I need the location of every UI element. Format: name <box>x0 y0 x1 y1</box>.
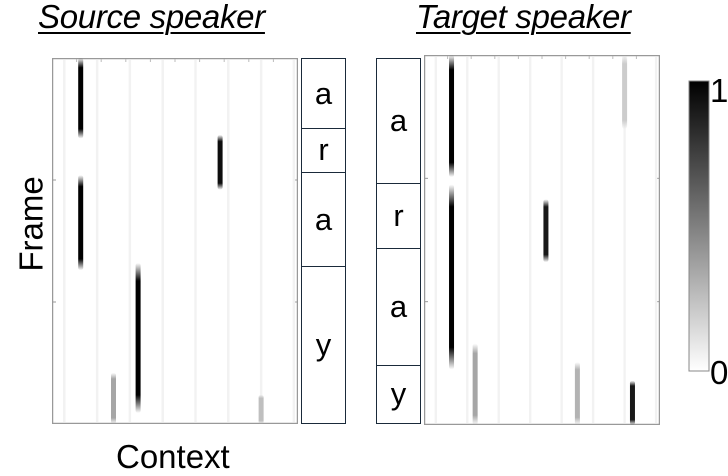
target-phone-1: r <box>377 182 420 249</box>
source-heatmap-attention-mark <box>78 175 84 271</box>
frame-axis-label: Frame <box>12 176 50 272</box>
target-heatmap-attention-mark <box>449 55 455 178</box>
source-heatmap-faint-column <box>194 60 197 422</box>
source-speaker-title: Source speaker <box>38 0 265 35</box>
source-heatmap-faint-column <box>259 60 263 422</box>
colorbar-min-label: 0 <box>710 354 728 391</box>
context-axis-label: Context <box>116 438 230 475</box>
source-phone-3: y <box>302 266 345 423</box>
target-heatmap-attention-mark <box>543 199 549 263</box>
source-heatmap <box>52 58 298 424</box>
source-heatmap-attention-mark <box>258 394 264 424</box>
colorbar <box>688 80 710 372</box>
source-heatmap-attention-mark <box>135 262 141 414</box>
target-heatmap-attention-mark <box>574 362 580 425</box>
target-heatmap-attention-mark <box>622 55 628 129</box>
target-phone-0: a <box>389 102 408 138</box>
colorbar-max-label: 1 <box>710 72 728 109</box>
target-phone-2: a <box>377 248 420 364</box>
target-heatmap-faint-column <box>623 57 626 423</box>
target-heatmap-attention-mark <box>629 380 635 425</box>
source-heatmap-faint-column <box>128 60 132 422</box>
target-heatmap-faint-column <box>497 57 500 423</box>
source-phone-2: a <box>302 171 345 267</box>
source-heatmap-faint-column <box>95 60 99 422</box>
target-heatmap-attention-mark <box>449 184 455 370</box>
target-heatmap-frame <box>424 55 660 425</box>
source-heatmap-faint-column <box>292 60 296 422</box>
source-heatmap-frame <box>52 58 298 424</box>
target-heatmap-faint-column <box>591 57 595 423</box>
source-phone-1: r <box>302 128 345 172</box>
source-heatmap-attention-mark <box>217 134 223 190</box>
target-phone-3: y <box>377 364 420 423</box>
target-heatmap-faint-column <box>466 57 469 423</box>
target-heatmap-faint-column <box>529 57 532 423</box>
target-speaker-title: Target speaker <box>416 0 631 35</box>
source-phone-0: a <box>314 75 333 111</box>
source-heatmap-faint-column <box>227 60 230 422</box>
source-heatmap-faint-column <box>63 60 66 422</box>
source-heatmap-faint-column <box>161 60 164 422</box>
source-heatmap-attention-mark <box>78 58 84 139</box>
target-heatmap-faint-column <box>560 57 563 423</box>
target-heatmap <box>424 55 660 425</box>
target-heatmap-faint-column <box>654 57 658 423</box>
target-heatmap-faint-column <box>434 57 437 423</box>
target-heatmap-attention-mark <box>472 343 478 425</box>
source-heatmap-attention-mark <box>111 372 116 424</box>
